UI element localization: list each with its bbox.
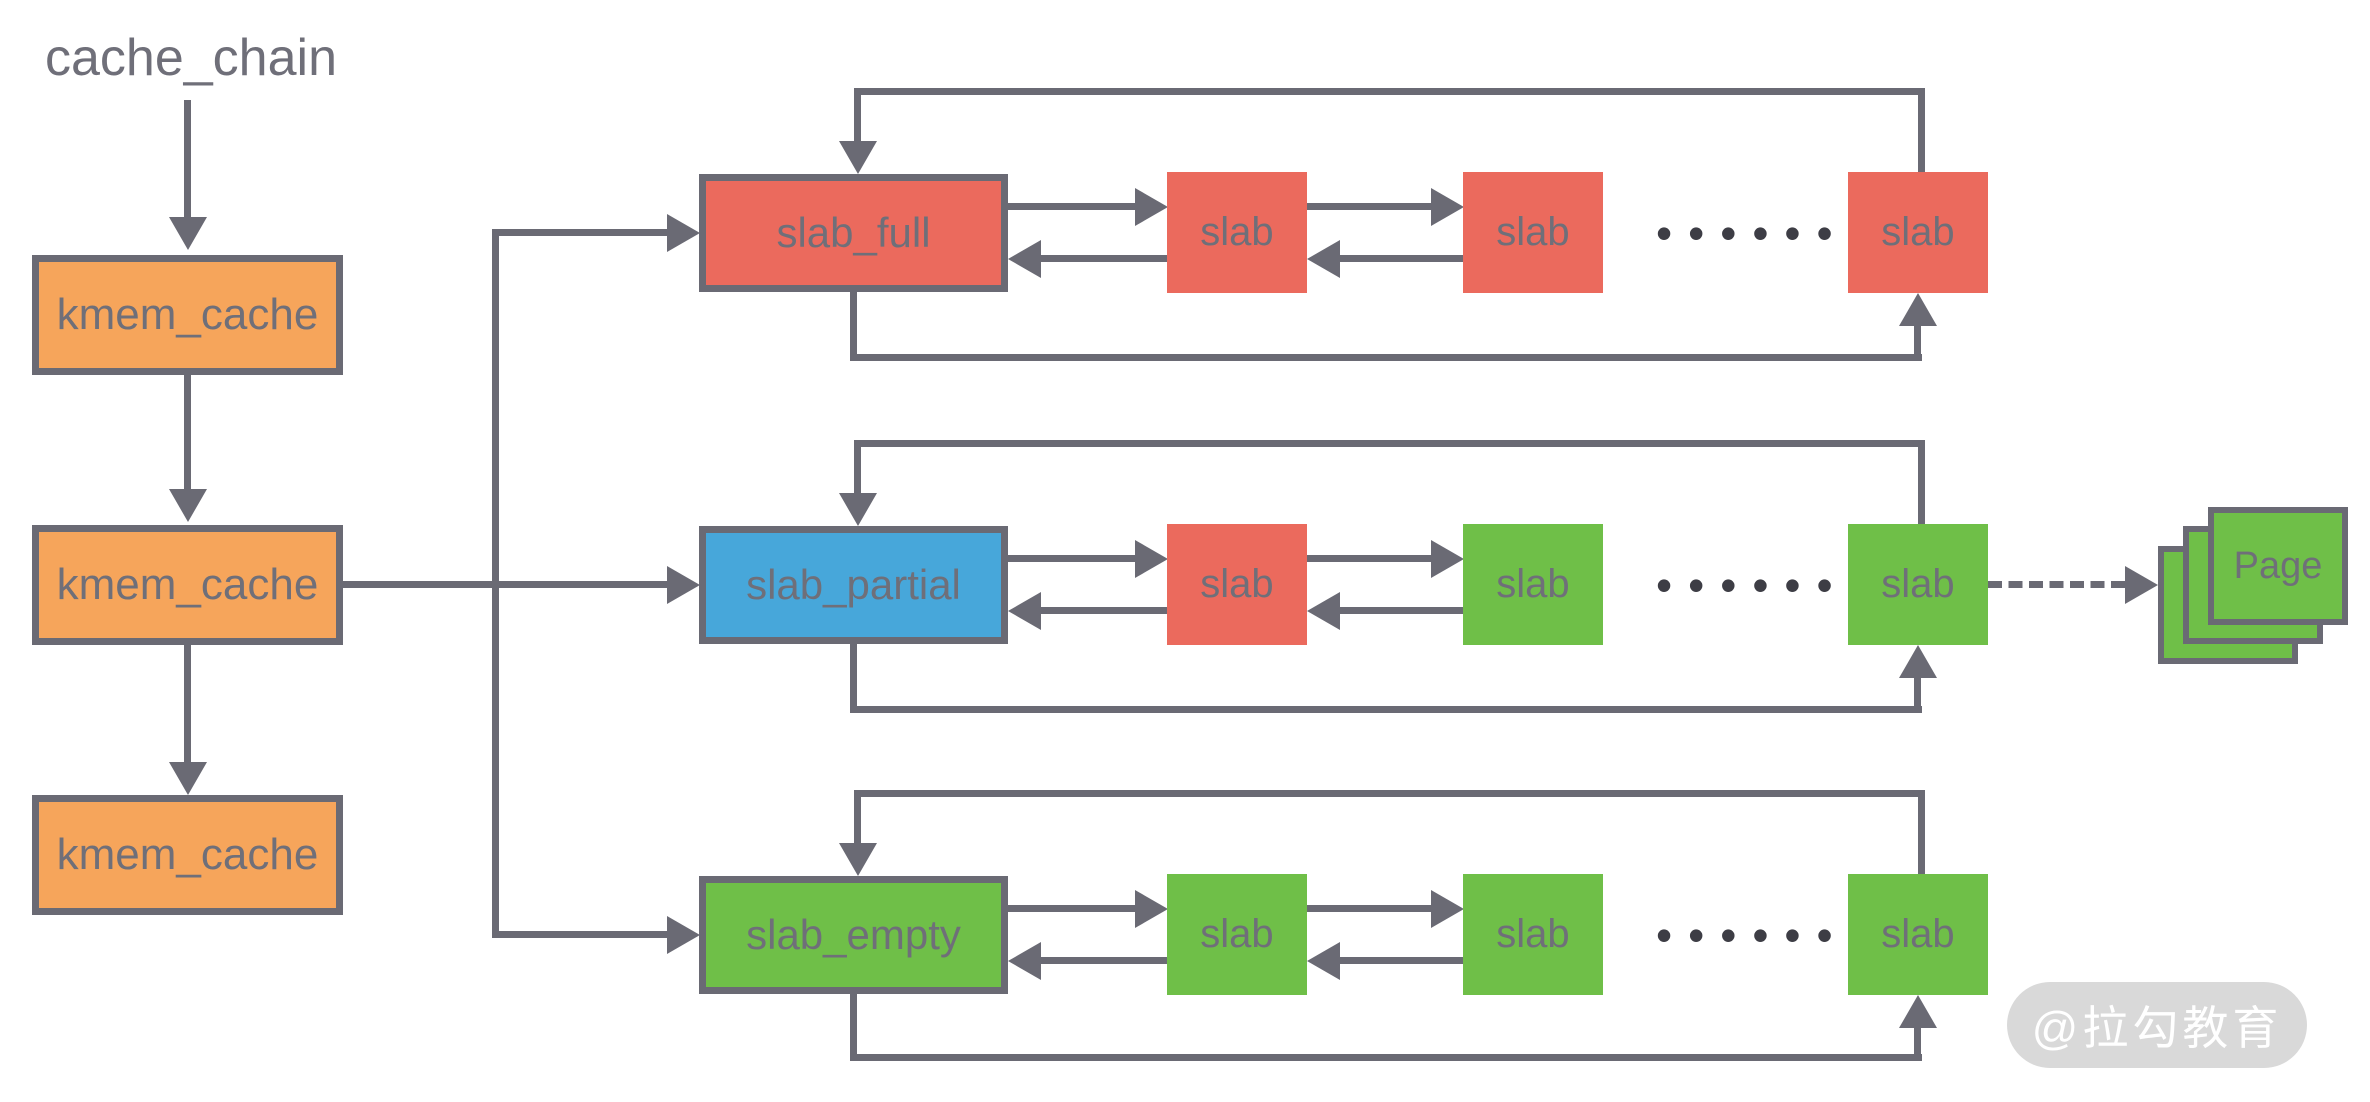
back-link-line xyxy=(1040,607,1167,614)
slab-node: slab xyxy=(1463,524,1603,645)
arrow-down-icon xyxy=(839,141,877,174)
loop-bottom-right-line xyxy=(1914,326,1921,358)
loop-bottom-line xyxy=(850,706,1922,713)
slab-node: slab xyxy=(1167,874,1307,995)
loop-top-right-line xyxy=(1918,790,1925,874)
back-link-line xyxy=(1339,255,1463,262)
slab-node: slab xyxy=(1848,874,1988,995)
arrow-left-icon xyxy=(1307,592,1340,630)
arrow-up-icon xyxy=(1899,293,1937,326)
kmem-cache-box-3: kmem_cache xyxy=(32,795,343,915)
forward-link-line xyxy=(1307,555,1431,562)
loop-top-right-line xyxy=(1918,440,1925,524)
watermark-badge: @拉勾教育 xyxy=(2007,982,2307,1068)
loop-top-line xyxy=(854,88,1925,95)
loop-bottom-right-line xyxy=(1914,1028,1921,1058)
kmem-cache-box-2: kmem_cache xyxy=(32,525,343,645)
cache-chain-title: cache_chain xyxy=(45,29,337,87)
arrow-left-icon xyxy=(1307,942,1340,980)
arrow-left-icon xyxy=(1008,240,1041,278)
dashed-link-line xyxy=(1988,581,2125,588)
slab-empty-box: slab_empty xyxy=(699,876,1008,994)
arrow-up-icon xyxy=(1899,645,1937,678)
page-card-front: Page xyxy=(2208,507,2348,625)
arrow-left-icon xyxy=(1008,592,1041,630)
loop-bottom-left-line xyxy=(850,292,857,358)
arrow-right-icon xyxy=(1135,890,1168,928)
slab-node: slab xyxy=(1848,172,1988,293)
loop-top-left-line xyxy=(854,440,861,493)
slab-node: slab xyxy=(1463,172,1603,293)
slab-partial-box: slab_partial xyxy=(699,526,1008,644)
loop-bottom-line xyxy=(850,354,1922,361)
back-link-line xyxy=(1339,607,1463,614)
arrow-right-icon xyxy=(1431,890,1464,928)
loop-bottom-left-line xyxy=(850,644,857,710)
kmem-cache-box-1: kmem_cache xyxy=(32,255,343,375)
arrow-right-icon xyxy=(2125,566,2158,604)
ellipsis-dots: •••••• xyxy=(1656,559,1849,611)
branch-line-to-slab-full xyxy=(496,229,667,236)
arrow-right-icon xyxy=(667,566,700,604)
arrow-right-icon xyxy=(1135,188,1168,226)
branch-line-to-slab-empty xyxy=(496,931,667,938)
arrow-right-icon xyxy=(1431,188,1464,226)
forward-link-line xyxy=(1008,203,1135,210)
arrow-down-icon xyxy=(839,493,877,526)
forward-link-line xyxy=(1008,555,1135,562)
loop-top-left-line xyxy=(854,790,861,843)
arrow-down-icon xyxy=(169,762,207,795)
branch-stem-line xyxy=(343,581,500,588)
loop-bottom-left-line xyxy=(850,994,857,1058)
loop-top-line xyxy=(854,790,1925,797)
arrow-down-icon xyxy=(169,489,207,522)
slab-node: slab xyxy=(1848,524,1988,645)
arrow-right-icon xyxy=(1431,540,1464,578)
arrow-up-icon xyxy=(1899,995,1937,1028)
loop-bottom-right-line xyxy=(1914,678,1921,710)
back-link-line xyxy=(1040,957,1167,964)
forward-link-line xyxy=(1008,905,1135,912)
arrow-down-icon xyxy=(169,217,207,250)
kmem-cache-link-line-1 xyxy=(184,375,191,489)
branch-vertical-line xyxy=(492,229,499,938)
branch-line-to-slab-partial xyxy=(500,581,667,588)
loop-bottom-line xyxy=(850,1054,1922,1061)
kmem-cache-link-line-2 xyxy=(184,645,191,762)
slab-full-box: slab_full xyxy=(699,174,1008,292)
arrow-left-icon xyxy=(1307,240,1340,278)
loop-top-line xyxy=(854,440,1925,447)
back-link-line xyxy=(1339,957,1463,964)
arrow-down-icon xyxy=(839,843,877,876)
cache-chain-arrow-line xyxy=(184,100,191,217)
arrow-right-icon xyxy=(667,916,700,954)
ellipsis-dots: •••••• xyxy=(1656,207,1849,259)
forward-link-line xyxy=(1307,203,1431,210)
arrow-right-icon xyxy=(1135,540,1168,578)
slab-node: slab xyxy=(1463,874,1603,995)
slab-node: slab xyxy=(1167,172,1307,293)
arrow-left-icon xyxy=(1008,942,1041,980)
loop-top-left-line xyxy=(854,88,861,141)
slab-node: slab xyxy=(1167,524,1307,645)
ellipsis-dots: •••••• xyxy=(1656,909,1849,961)
forward-link-line xyxy=(1307,905,1431,912)
back-link-line xyxy=(1040,255,1167,262)
arrow-right-icon xyxy=(667,214,700,252)
loop-top-right-line xyxy=(1918,88,1925,172)
